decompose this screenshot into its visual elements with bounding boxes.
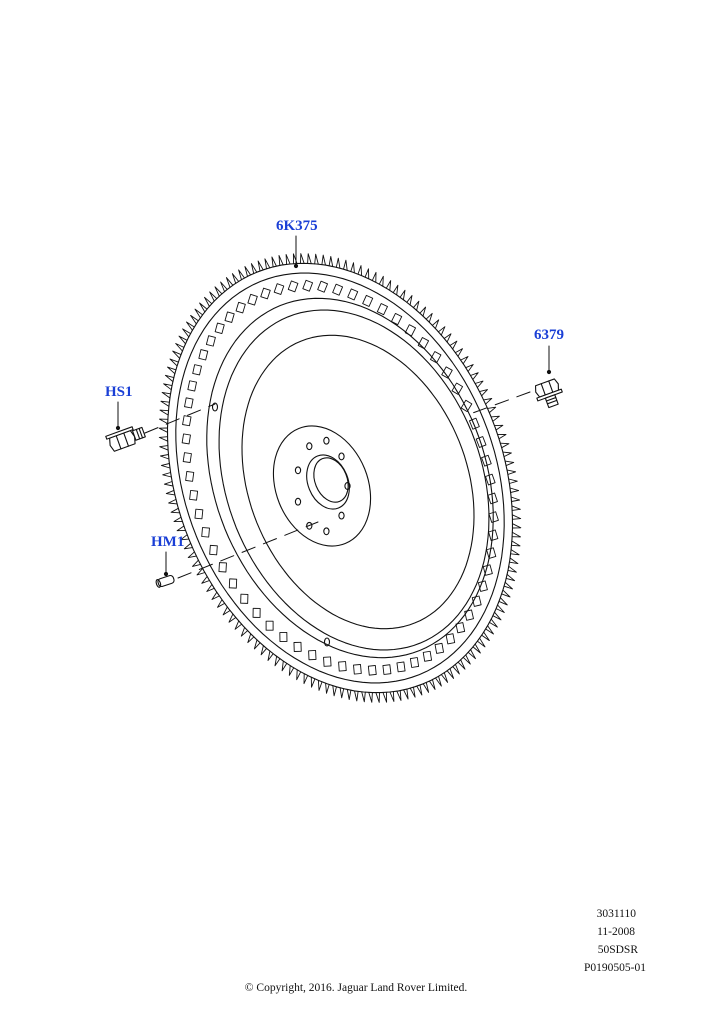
ring-gear-teeth: [158, 253, 522, 703]
callout-hm1[interactable]: HM1: [151, 534, 185, 550]
reference-code: 3031110: [596, 908, 636, 920]
callout-6379[interactable]: 6379: [534, 327, 564, 343]
flywheel-hub: [211, 402, 372, 647]
flywheel-rims: [166, 262, 514, 694]
reference-illustration-id: P0190505-01: [584, 962, 646, 974]
reference-date: 11-2008: [597, 926, 635, 938]
bolt-hs1: [105, 426, 146, 452]
callout-hs1[interactable]: HS1: [105, 384, 133, 400]
copyright-text: © Copyright, 2016. Jaguar Land Rover Lim…: [244, 982, 468, 994]
dowel-hm1: [155, 574, 175, 588]
assembly-lines: [144, 391, 531, 579]
bolt-6379: [535, 378, 563, 409]
leader-lines: [115, 235, 552, 577]
callout-6k375[interactable]: 6K375: [276, 218, 318, 234]
copyright-notice: © Copyright, 2016. Jaguar Land Rover Lim…: [0, 982, 724, 994]
reluctor-windows: [181, 279, 499, 676]
flywheel: [158, 253, 522, 703]
reference-model: 50SDSR: [597, 944, 638, 956]
